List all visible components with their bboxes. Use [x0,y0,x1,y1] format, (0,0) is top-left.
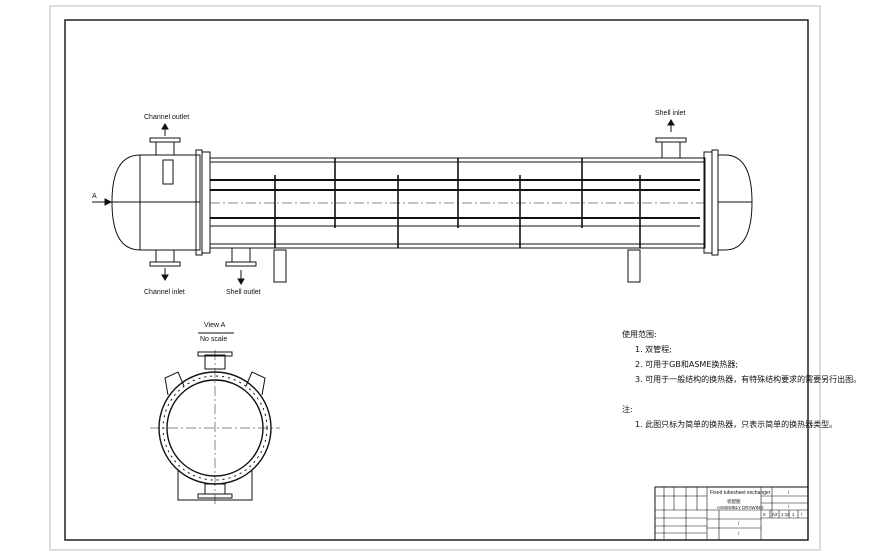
note-item: 3. 可用于一般结构的换热器，有特殊结构要求的需要另行出图。 [635,375,862,384]
remark-heading: 注: [622,405,633,414]
channel-inlet-nozzle [149,249,181,281]
view-title: View A [204,322,226,329]
title-block-subtitle: 装配图 [727,499,741,504]
view-scale: No scale [200,336,228,343]
tb-slash: / [738,521,740,526]
note-item: 1. 双管程; [635,345,672,354]
inner-frame [64,19,809,541]
title-block-title: Fixed tubesheet exchanger [710,490,771,496]
tb-value: 1:10 [781,512,790,517]
tb-value: 1 [792,512,795,517]
shell-inlet-nozzle [655,119,687,159]
left-channel [111,149,211,256]
view-a-arrow [92,198,113,206]
channel-inlet-label: Channel inlet [144,289,185,296]
saddle-supports [273,249,641,283]
tb-slash: / [788,504,790,509]
channel-outlet-nozzle [149,123,181,156]
usage-notes: 使用范围: 1. 双管程; 2. 可用于GB和ASME换热器; 3. 可用于一般… [622,327,861,432]
shell-inlet-label: Shell inlet [655,110,686,117]
view-marker-label: A [92,193,97,200]
remark-item: 1. 此图只标为简单的换热器，只表示简单的换热器类型。 [635,420,838,429]
title-block-subtitle-en: ASSEMBLY DRAWING [717,505,764,510]
right-head [703,149,753,256]
shell-outlet-nozzle [225,247,257,285]
title-block [654,486,809,541]
notes-heading: 使用范围: [622,330,657,339]
note-item: 2. 可用于GB和ASME换热器; [635,360,739,369]
shell [209,157,706,249]
tb-value: A2 [772,512,778,517]
tb-slash: / [738,531,740,536]
shell-outlet-label: Shell outlet [226,289,261,296]
tb-value: / [801,512,803,517]
tb-value: 0 [763,512,766,517]
view-a-section [150,332,280,505]
channel-outlet-label: Channel outlet [144,114,190,121]
outer-border [49,5,821,551]
tb-slash: / [788,490,790,495]
